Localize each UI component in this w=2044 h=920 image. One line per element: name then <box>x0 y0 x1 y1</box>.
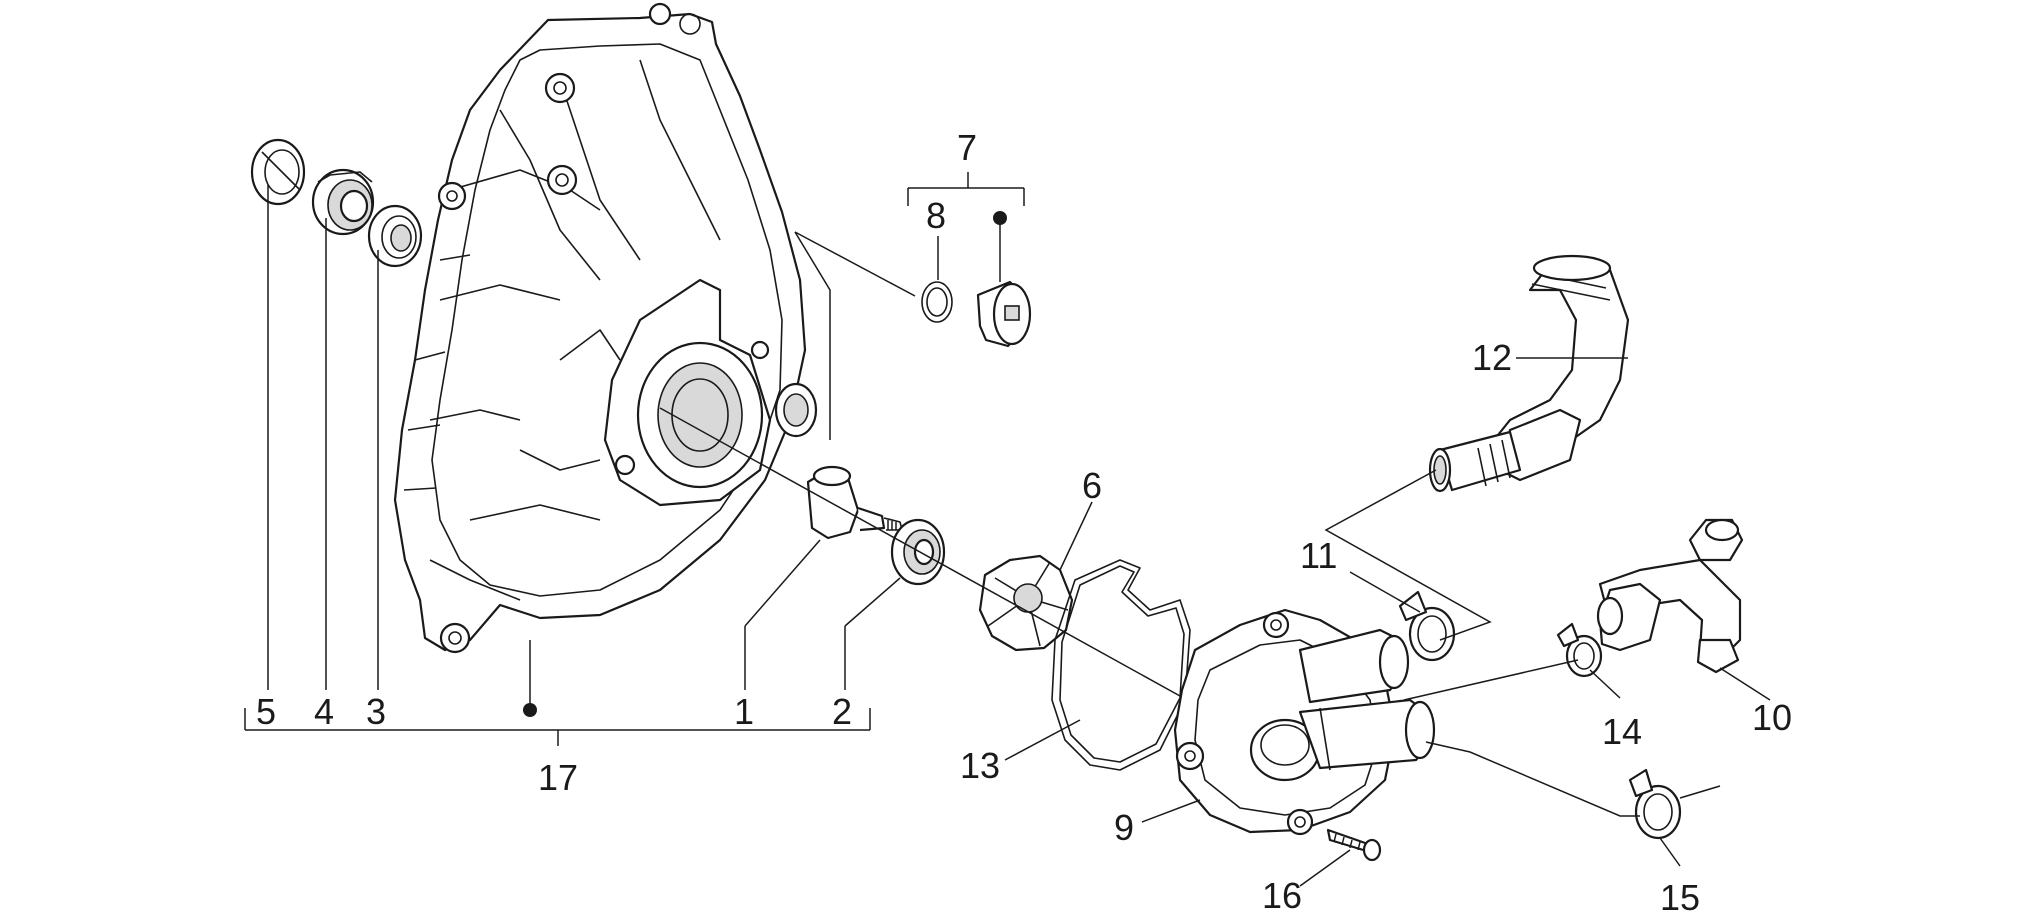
seal-part-3 <box>367 204 423 268</box>
callout-8: 8 <box>926 195 946 236</box>
callout-4: 4 <box>314 691 334 732</box>
callout-12: 12 <box>1472 337 1512 378</box>
callout-1: 1 <box>734 691 754 732</box>
callout-3: 3 <box>366 691 386 732</box>
gasket-part-13 <box>1051 559 1191 771</box>
hose-clamp-part-15 <box>1628 768 1682 840</box>
engine-cover <box>393 2 818 654</box>
callout-6: 6 <box>1082 465 1102 506</box>
hose-clamp-part-11 <box>1398 590 1456 662</box>
drain-plug <box>976 280 1032 348</box>
callout-dot-17 <box>523 703 537 717</box>
bearing-part-4 <box>311 168 375 236</box>
callout-15: 15 <box>1660 877 1700 918</box>
callout-dot-7 <box>993 211 1007 225</box>
impeller-part-6 <box>978 554 1074 652</box>
callout-16: 16 <box>1262 875 1302 916</box>
callout-11: 11 <box>1300 535 1337 576</box>
callout-13: 13 <box>960 745 1000 786</box>
pump-shaft-part-1 <box>806 465 903 540</box>
callout-5: 5 <box>256 691 276 732</box>
o-ring-part-8 <box>921 281 953 323</box>
screw-part-16 <box>1326 828 1382 862</box>
callout-2: 2 <box>832 691 852 732</box>
callout-14: 14 <box>1602 711 1642 752</box>
coolant-hose-part-12 <box>1428 254 1630 493</box>
callout-17: 17 <box>538 757 578 798</box>
circlip-part-5 <box>250 138 306 206</box>
callout-7: 7 <box>957 127 977 168</box>
callout-10: 10 <box>1752 697 1792 738</box>
leader-lines <box>244 172 1771 887</box>
coolant-hose-part-10 <box>1596 518 1744 674</box>
hose-clamp-part-14 <box>1556 622 1603 678</box>
callout-9: 9 <box>1114 807 1134 848</box>
mechanical-seal-part-2 <box>890 518 946 586</box>
pump-cover-part-9 <box>1173 608 1436 836</box>
